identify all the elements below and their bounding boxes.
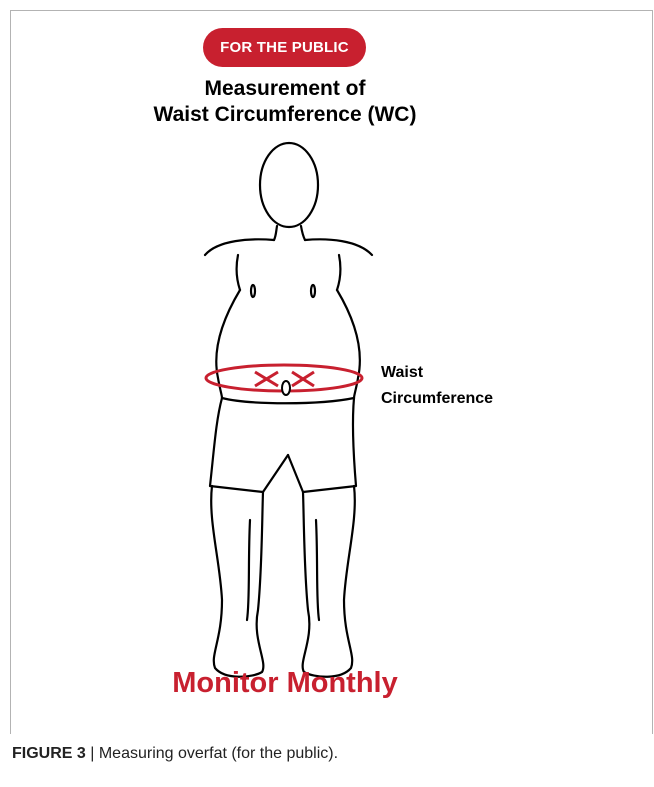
leg-left-outer xyxy=(211,486,263,677)
belly-curve xyxy=(222,398,354,403)
navel xyxy=(282,381,290,395)
nipple-left xyxy=(251,285,255,297)
shoulder-left xyxy=(205,239,274,255)
nipple-right xyxy=(311,285,315,297)
caption-text: | Measuring overfat (for the public). xyxy=(86,745,338,762)
shoulder-right xyxy=(305,239,372,255)
neck-left xyxy=(274,226,277,240)
shorts-left xyxy=(210,398,288,492)
shorts-right xyxy=(288,398,356,492)
head-outline xyxy=(260,143,318,227)
monitor-monthly-title: Monitor Monthly xyxy=(0,667,570,700)
leg-left-inner xyxy=(247,520,250,620)
armpit-right xyxy=(337,255,340,290)
figure-caption: FIGURE 3 | Measuring overfat (for the pu… xyxy=(12,745,338,763)
waist-label-line-1: Waist xyxy=(381,364,423,382)
neck-right xyxy=(301,226,305,240)
torso-left xyxy=(216,290,240,398)
leg-right-inner xyxy=(316,520,319,620)
arrow-right-icon xyxy=(292,372,314,386)
arrow-left-icon xyxy=(255,372,278,386)
caption-label: FIGURE 3 xyxy=(12,745,86,762)
waist-label-line-2: Circumference xyxy=(381,390,493,408)
armpit-left xyxy=(237,255,240,290)
leg-right-outer xyxy=(303,486,355,677)
